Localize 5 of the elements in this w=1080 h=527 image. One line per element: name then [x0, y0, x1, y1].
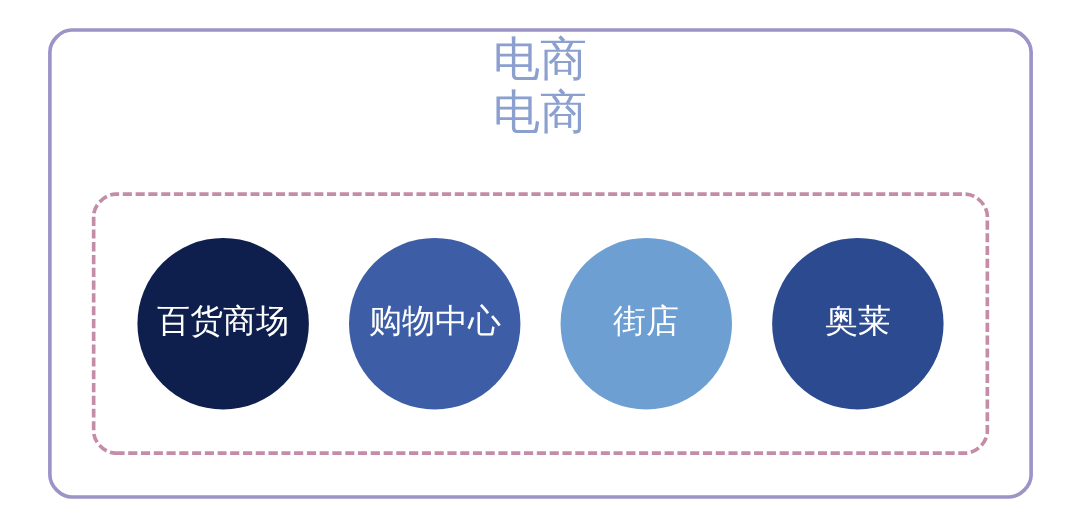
node-circle: 街店 [560, 237, 732, 410]
node-circle: 奥莱 [771, 237, 944, 410]
node-circle: 百货商场 [136, 237, 309, 410]
node-circle: 购物中心 [348, 237, 520, 410]
cluster [91, 192, 989, 455]
